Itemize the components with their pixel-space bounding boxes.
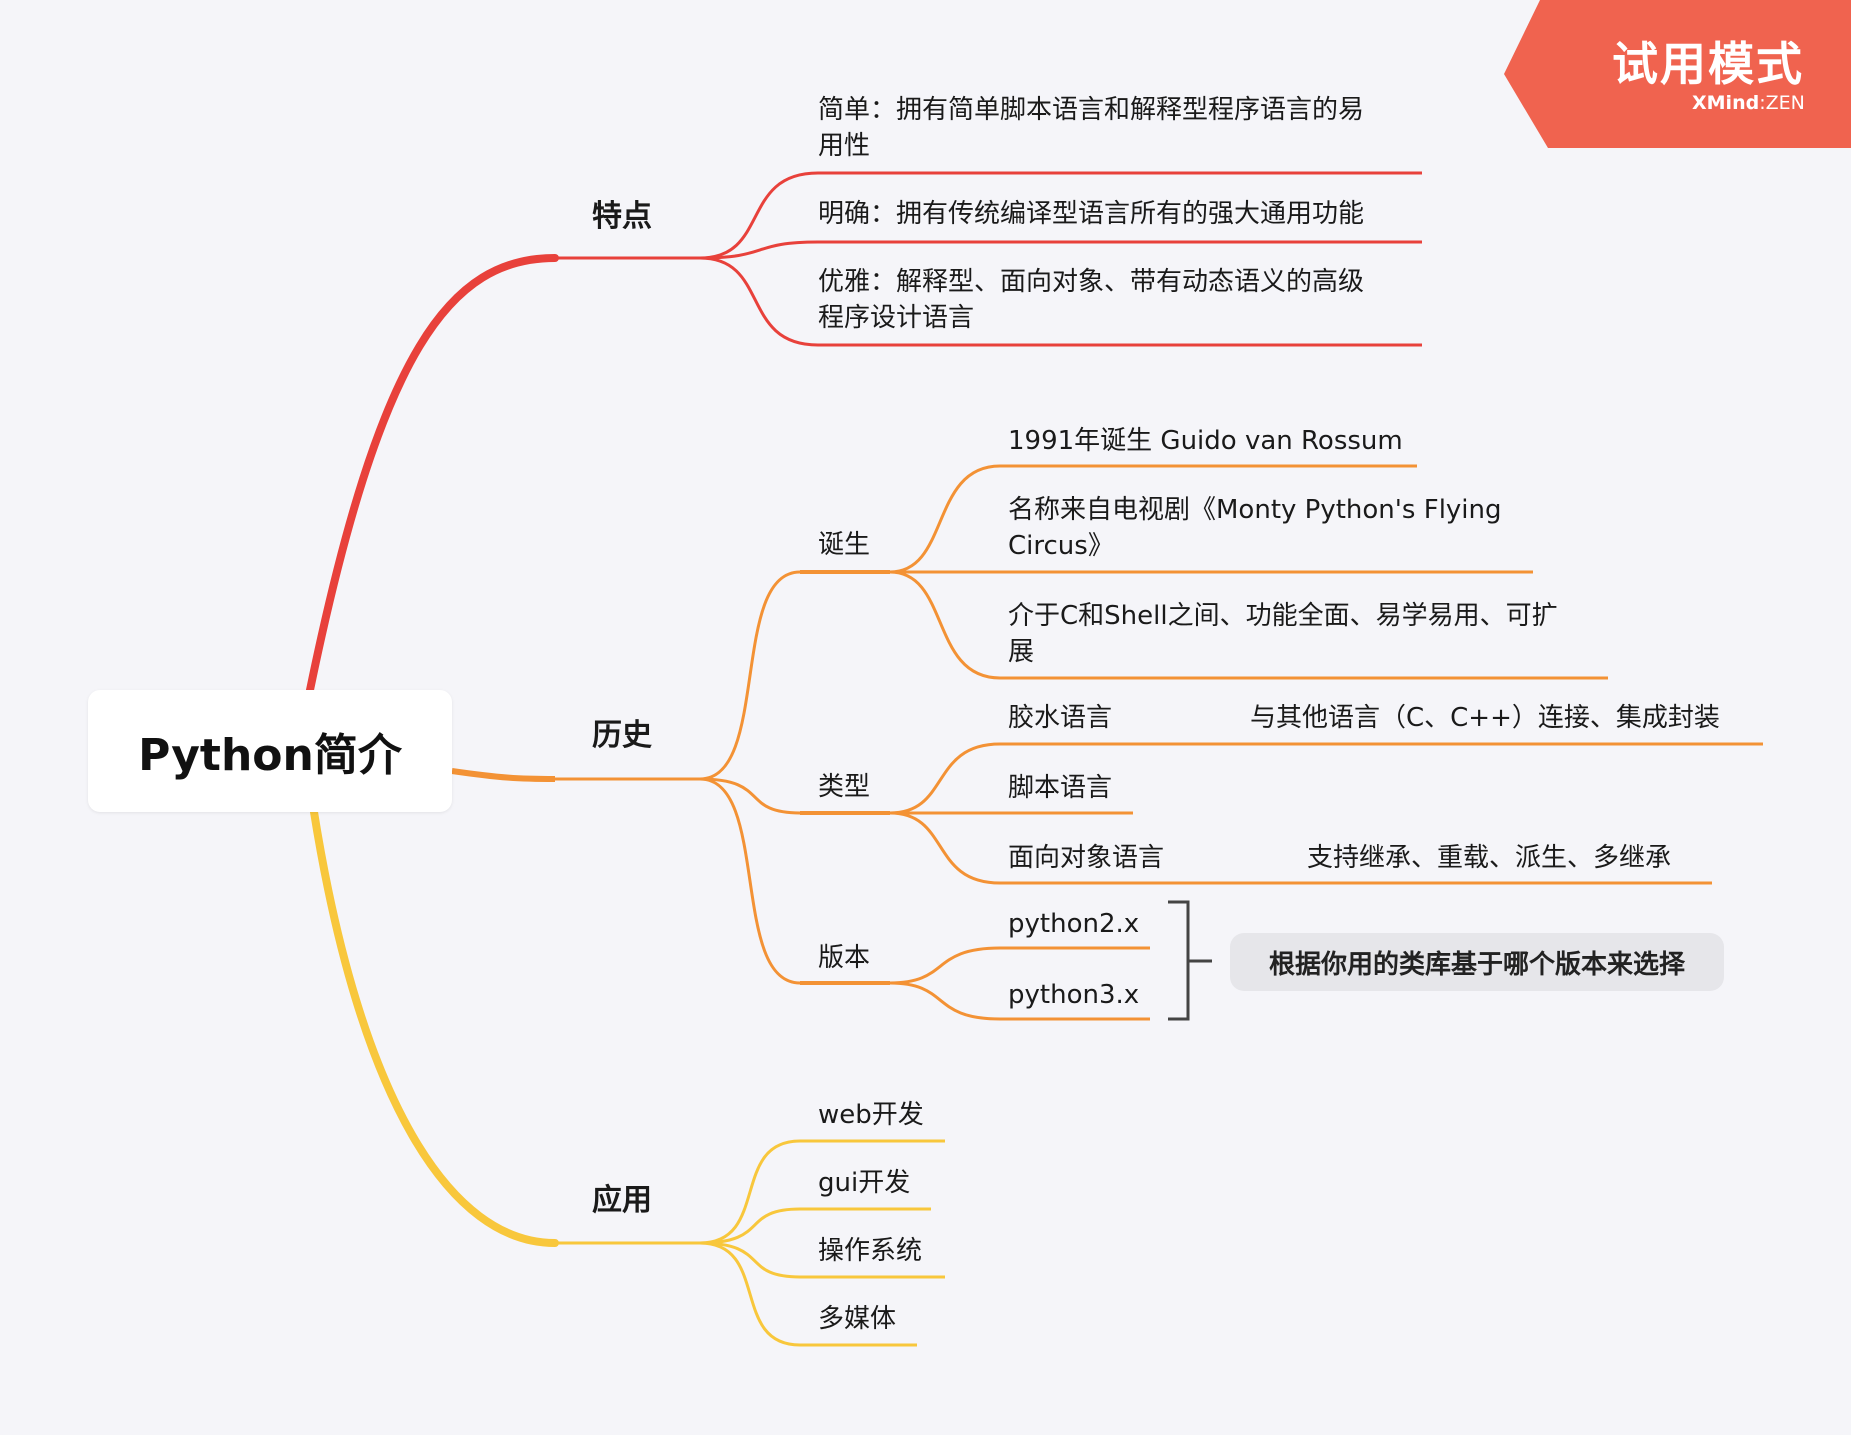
version-item-python2[interactable]: python2.x [1008,909,1140,939]
feature-item-elegant[interactable]: 优雅：解释型、面向对象、带有动态语义的高级 程序设计语言 [818,267,1365,333]
central-topic[interactable]: Python简介 [88,690,452,812]
branch-features[interactable]: 特点 [592,199,652,234]
type-item-glue[interactable]: 胶水语言 [1008,703,1113,733]
app-curve-4 [699,1241,801,1347]
branch-history[interactable]: 历史 [592,718,652,753]
type-curve-3 [889,811,1001,885]
branch-features-curve [306,254,559,694]
type-curve-1 [889,742,1001,815]
version-item-python3[interactable]: python3.x [1008,980,1140,1010]
central-topic-title: Python简介 [138,730,402,781]
brand-name: XMind [1692,92,1760,114]
history-type-curve [699,777,801,815]
feature-curve-2 [699,240,819,260]
branch-apps-curve [310,808,559,1247]
feature-curve-1 [699,171,819,260]
birth-curve-1 [889,464,1001,574]
trial-badge-shape [1504,0,1851,148]
version-summary-text: 根据你用的类库基于哪个版本来选择 [1268,949,1685,980]
history-birth-label[interactable]: 诞生 [818,530,871,560]
history-version-curve [699,777,801,985]
app-curve-3 [699,1241,801,1279]
app-curve-1 [699,1139,801,1245]
birth-item-name-origin[interactable]: 名称来自电视剧《Monty Python's Flying Circus》 [1008,495,1502,561]
xmind-zen-logo: XMind:ZEN [1692,92,1805,114]
history-type-label[interactable]: 类型 [818,772,871,802]
trial-mode-title: 试用模式 [1612,37,1804,91]
brand-separator: : [1759,92,1766,114]
summary-bracket [1168,900,1212,1021]
type-item-oop-detail[interactable]: 支持继承、重载、派生、多继承 [1307,843,1672,873]
feature-curve-3 [699,256,819,347]
birth-item-1991[interactable]: 1991年诞生 Guido van Rossum [1008,426,1403,456]
type-item-glue-detail[interactable]: 与其他语言（C、C++）连接、集成封装 [1250,703,1720,733]
app-curve-2 [699,1207,801,1245]
app-item-os[interactable]: 操作系统 [818,1236,923,1266]
app-item-web[interactable]: web开发 [818,1100,924,1130]
branch-history-curve [451,768,556,782]
birth-item-between-c-shell[interactable]: 介于C和Shell之间、功能全面、易学易用、可扩 展 [1008,601,1558,667]
type-item-oop[interactable]: 面向对象语言 [1008,843,1165,873]
feature-item-clear[interactable]: 明确：拥有传统编译型语言所有的强大通用功能 [818,199,1365,229]
version-curve-2 [889,981,1001,1021]
brand-edition: ZEN [1765,92,1805,114]
version-summary[interactable]: 根据你用的类库基于哪个版本来选择 [1230,933,1724,991]
type-item-script[interactable]: 脚本语言 [1008,773,1113,803]
branch-apps[interactable]: 应用 [592,1183,652,1218]
feature-item-simple[interactable]: 简单：拥有简单脚本语言和解释型程序语言的易 用性 [818,95,1365,161]
app-item-gui[interactable]: gui开发 [818,1168,911,1198]
birth-curve-3 [889,570,1001,680]
app-item-multimedia[interactable]: 多媒体 [818,1304,897,1334]
history-version-label[interactable]: 版本 [818,943,871,973]
version-curve-1 [889,946,1001,985]
history-birth-curve [699,570,801,781]
